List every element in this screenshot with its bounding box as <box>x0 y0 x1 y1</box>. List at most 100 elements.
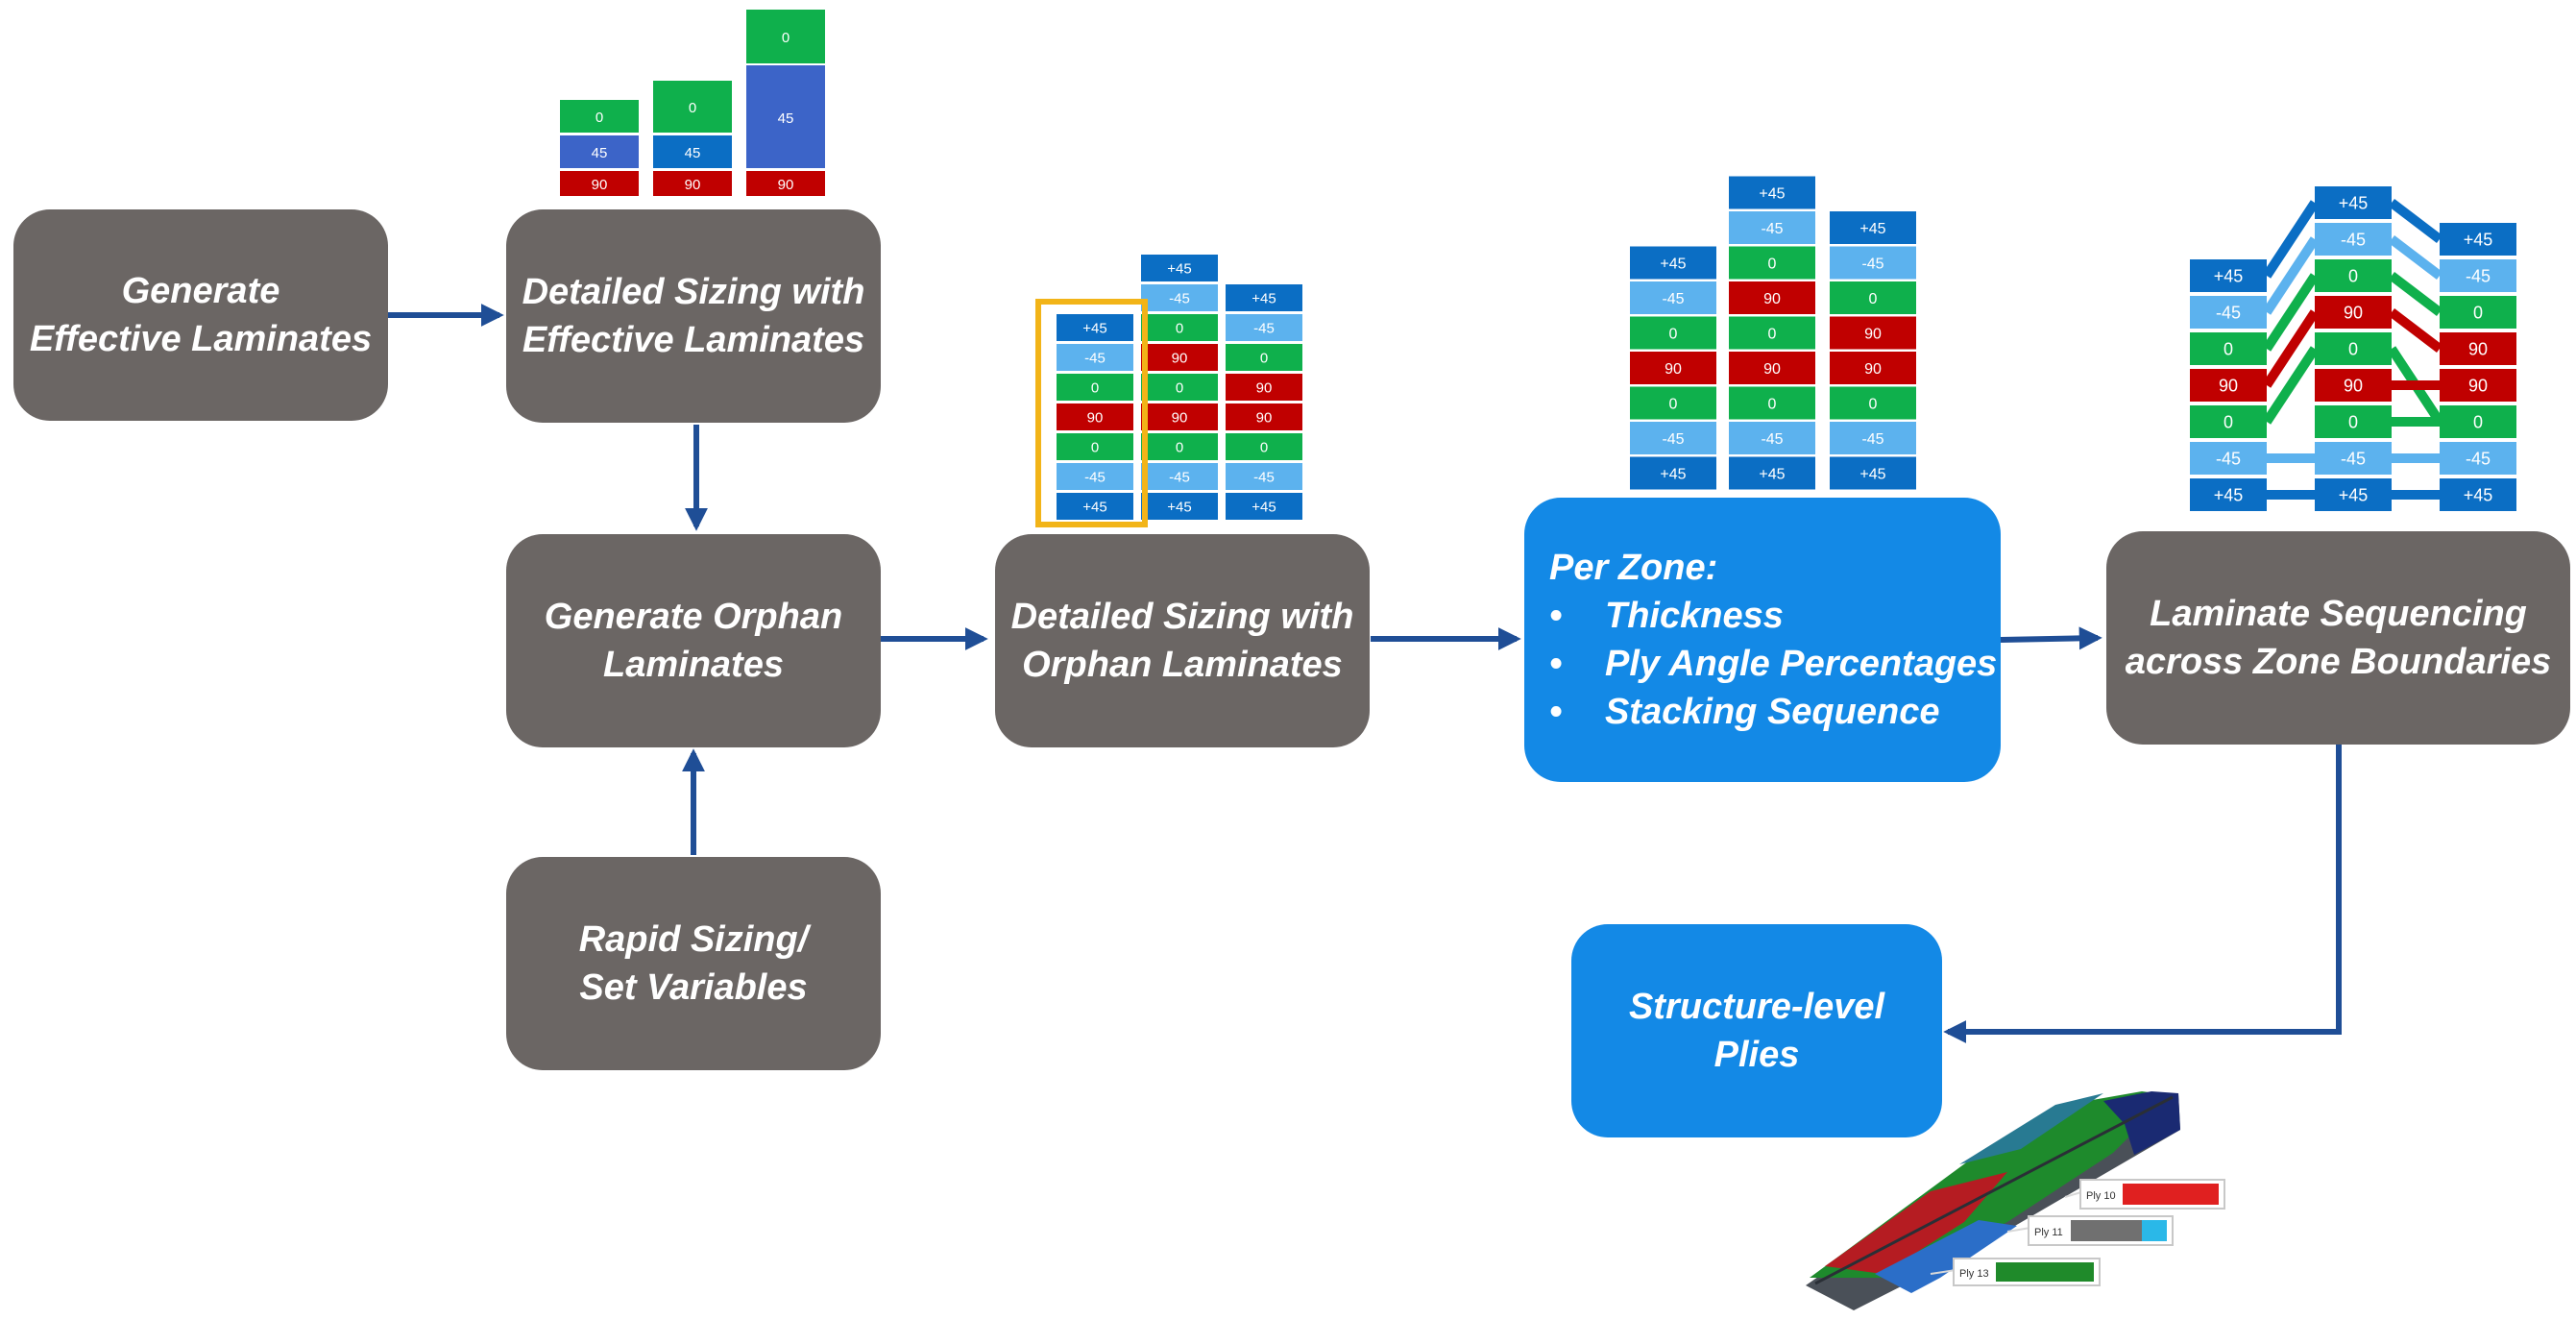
ply-label: -45 <box>2216 303 2241 322</box>
ply-rect <box>1729 316 1815 350</box>
ply-11-bar-gray <box>2071 1220 2142 1241</box>
ply-rect <box>1729 211 1815 244</box>
ply-rect <box>1830 316 1916 350</box>
ply-rect <box>1630 281 1716 314</box>
ply-continuity-line <box>2388 272 2443 316</box>
ply-callout-1: Ply 10 <box>2064 1179 2225 1210</box>
ply-label: 90 <box>778 177 794 193</box>
ply-rect <box>2315 442 2392 475</box>
ply-continuity-line <box>2262 309 2320 388</box>
ply-rect <box>1729 352 1815 384</box>
ply-rect <box>1141 463 1218 490</box>
ply-label: 90 <box>2468 376 2488 395</box>
ply-90 <box>653 171 732 196</box>
ply-label: 0 <box>2348 339 2358 358</box>
ply-label: +45 <box>1859 466 1885 482</box>
ply-rect <box>1226 493 1302 520</box>
ply-rect <box>1729 281 1815 314</box>
ply-rect <box>1057 433 1133 460</box>
ply-rect <box>2440 259 2516 292</box>
wing-model-image: Ply 10 Ply 11 Ply 13 <box>1806 1091 2225 1310</box>
ply-13-bar <box>1996 1262 2094 1282</box>
ply-label: -45 <box>1169 469 1190 485</box>
effective-stack-1: 0 45 90 <box>560 100 639 196</box>
ply-rect <box>1729 176 1815 209</box>
ply-rect <box>1057 374 1133 401</box>
ply-45 <box>560 135 639 168</box>
ply-label: -45 <box>1253 320 1275 336</box>
ply-rect <box>1141 284 1218 311</box>
ply-rect <box>2315 223 2392 256</box>
node-text-line: Detailed Sizing with <box>522 272 865 312</box>
per-zone-box: Per Zone: Thickness Ply Angle Percentage… <box>1524 498 2001 782</box>
ply-label: 90 <box>1763 291 1781 307</box>
ply-90 <box>560 171 639 196</box>
ply-label: 0 <box>1869 396 1878 412</box>
ply-label: +45 <box>1759 466 1785 482</box>
laminate-sequencing-box: Laminate Sequencing across Zone Boundari… <box>2106 531 2570 745</box>
ply-rect <box>1729 422 1815 454</box>
ply-rect <box>2190 478 2267 511</box>
wing-edge-line <box>1814 1095 2174 1285</box>
ply-label: 90 <box>1864 326 1882 342</box>
ply-label: 90 <box>1172 350 1188 366</box>
ply-label: +45 <box>2339 193 2369 212</box>
ply-label: 0 <box>1176 439 1183 455</box>
ply-label: 0 <box>2348 412 2358 431</box>
ply-label: 0 <box>2224 339 2233 358</box>
ply-label: 0 <box>595 110 603 126</box>
wing-blue-zone <box>1875 1220 2017 1293</box>
ply-label: 90 <box>592 177 608 193</box>
ply-rect <box>2190 442 2267 475</box>
ply-10-label: Ply 10 <box>2086 1190 2116 1202</box>
ply-label: 90 <box>1665 361 1682 378</box>
ply-rect <box>1830 281 1916 314</box>
ply-rect <box>2315 296 2392 329</box>
laminate-stacks: +45 -45 0 90 0 -45 +45 +45 -45 0 90 0 90 0 -45 +45 +45 -4… <box>1057 176 2516 520</box>
ply-label: +45 <box>1252 290 1276 306</box>
ply-rect <box>2190 405 2267 438</box>
generate-orphan-laminates-box: Generate Orphan Laminates <box>506 534 881 747</box>
ply-continuity-line <box>2388 308 2443 353</box>
ply-rect <box>1226 284 1302 311</box>
ply-label: 0 <box>782 30 790 46</box>
ply-rect <box>2190 296 2267 329</box>
ply-rect <box>1830 246 1916 280</box>
node-text-line: Orphan Laminates <box>1022 645 1343 685</box>
ply-0 <box>746 10 825 63</box>
ply-rect <box>2440 442 2516 475</box>
ply-rect <box>1141 493 1218 520</box>
ply-rect <box>2440 223 2516 256</box>
ply-label: 90 <box>1172 409 1188 426</box>
ply-label: 45 <box>778 110 794 127</box>
structure-level-plies-box: Structure-level Plies <box>1571 924 1942 1137</box>
ply-label: 0 <box>1869 291 1878 307</box>
ply-label: 0 <box>1176 320 1183 336</box>
ply-rect <box>2440 478 2516 511</box>
ply-rect <box>1830 386 1916 420</box>
ply-label: +45 <box>1859 221 1885 237</box>
ply-label: -45 <box>2466 449 2491 468</box>
ply-label: +45 <box>1660 466 1686 482</box>
ply-rect <box>1057 314 1133 341</box>
ply-rect <box>1141 344 1218 371</box>
ply-0 <box>653 81 732 133</box>
ply-label: -45 <box>1662 431 1684 448</box>
per-zone-item: Stacking Sequence <box>1549 688 1997 736</box>
ply-label: -45 <box>1861 256 1883 272</box>
ply-label: 45 <box>685 145 701 161</box>
ply-label: 0 <box>1260 350 1268 366</box>
ply-label: -45 <box>1761 221 1783 237</box>
ply-label: 90 <box>2219 376 2238 395</box>
ply-45 <box>746 65 825 168</box>
ply-label: -45 <box>1084 469 1106 485</box>
ply-label: -45 <box>1084 350 1106 366</box>
ply-rect <box>1729 246 1815 280</box>
ply-rect <box>1141 403 1218 430</box>
ply-rect <box>1057 403 1133 430</box>
ply-0 <box>560 100 639 133</box>
ply-label: 90 <box>685 177 701 193</box>
wing-teal-leading-edge <box>1959 1093 2103 1164</box>
ply-label: -45 <box>2216 449 2241 468</box>
